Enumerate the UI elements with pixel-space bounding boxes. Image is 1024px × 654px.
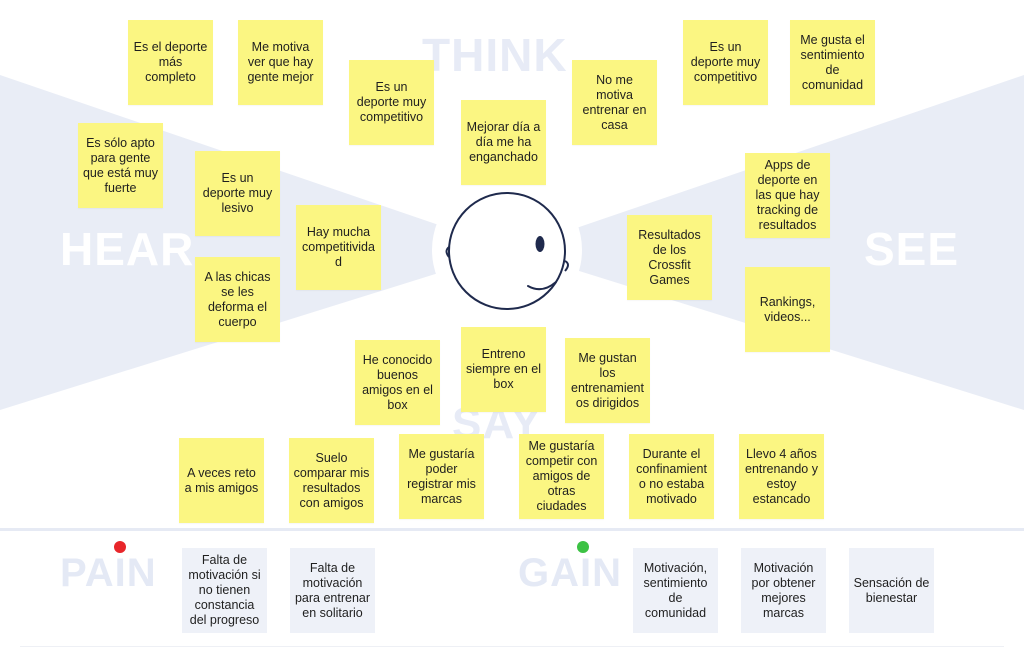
hear-note[interactable]: Es un deporte muy lesivo bbox=[195, 151, 280, 236]
see-note[interactable]: Rankings, videos... bbox=[745, 267, 830, 352]
say-note[interactable]: Me gustan los entrenamientos dirigidos bbox=[565, 338, 650, 423]
say-note[interactable]: Entreno siempre en el box bbox=[461, 327, 546, 412]
gain-card[interactable]: Sensación de bienestar bbox=[849, 548, 934, 633]
say-note[interactable]: Me gustaría poder registrar mis marcas bbox=[399, 434, 484, 519]
think-note[interactable]: Es un deporte muy competitivo bbox=[683, 20, 768, 105]
think-note[interactable]: No me motiva entrenar en casa bbox=[572, 60, 657, 145]
hear-note[interactable]: A las chicas se les deforma el cuerpo bbox=[195, 257, 280, 342]
say-note[interactable]: Me gustaría competir con amigos de otras… bbox=[519, 434, 604, 519]
quadrant-label-see: SEE bbox=[864, 223, 960, 275]
think-note[interactable]: Es un deporte muy competitivo bbox=[349, 60, 434, 145]
say-note[interactable]: He conocido buenos amigos en el box bbox=[355, 340, 440, 425]
right-band bbox=[512, 75, 1024, 410]
section-divider bbox=[0, 528, 1024, 531]
gain-dot-icon bbox=[577, 541, 589, 553]
see-note[interactable]: Apps de deporte en las que hay tracking … bbox=[745, 153, 830, 238]
bottom-divider bbox=[20, 646, 1004, 647]
pain-dot-icon bbox=[114, 541, 126, 553]
think-note[interactable]: Es el deporte más completo bbox=[128, 20, 213, 105]
think-note[interactable]: Mejorar día a día me ha enganchado bbox=[461, 100, 546, 185]
say-note[interactable]: Llevo 4 años entrenando y estoy estancad… bbox=[739, 434, 824, 519]
quadrant-label-think: THINK bbox=[422, 29, 568, 81]
quadrant-label-hear: HEAR bbox=[60, 223, 195, 275]
say-note[interactable]: Suelo comparar mis resultados con amigos bbox=[289, 438, 374, 523]
say-note[interactable]: A veces reto a mis amigos bbox=[179, 438, 264, 523]
pain-label: PAIN bbox=[60, 551, 157, 595]
face-icon bbox=[445, 192, 569, 310]
pain-card[interactable]: Falta de motivación si no tienen constan… bbox=[182, 548, 267, 633]
see-note[interactable]: Resultados de los Crossfit Games bbox=[627, 215, 712, 300]
gain-card[interactable]: Motivación, sentimiento de comunidad bbox=[633, 548, 718, 633]
say-note[interactable]: Durante el confinamiento no estaba motiv… bbox=[629, 434, 714, 519]
think-note[interactable]: Me motiva ver que hay gente mejor bbox=[238, 20, 323, 105]
pain-card[interactable]: Falta de motivación para entrenar en sol… bbox=[290, 548, 375, 633]
think-note[interactable]: Me gusta el sentimiento de comunidad bbox=[790, 20, 875, 105]
hear-note[interactable]: Hay mucha competitividad bbox=[296, 205, 381, 290]
gain-label: GAIN bbox=[518, 551, 622, 595]
gain-card[interactable]: Motivación por obtener mejores marcas bbox=[741, 548, 826, 633]
hear-note[interactable]: Es sólo apto para gente que está muy fue… bbox=[78, 123, 163, 208]
